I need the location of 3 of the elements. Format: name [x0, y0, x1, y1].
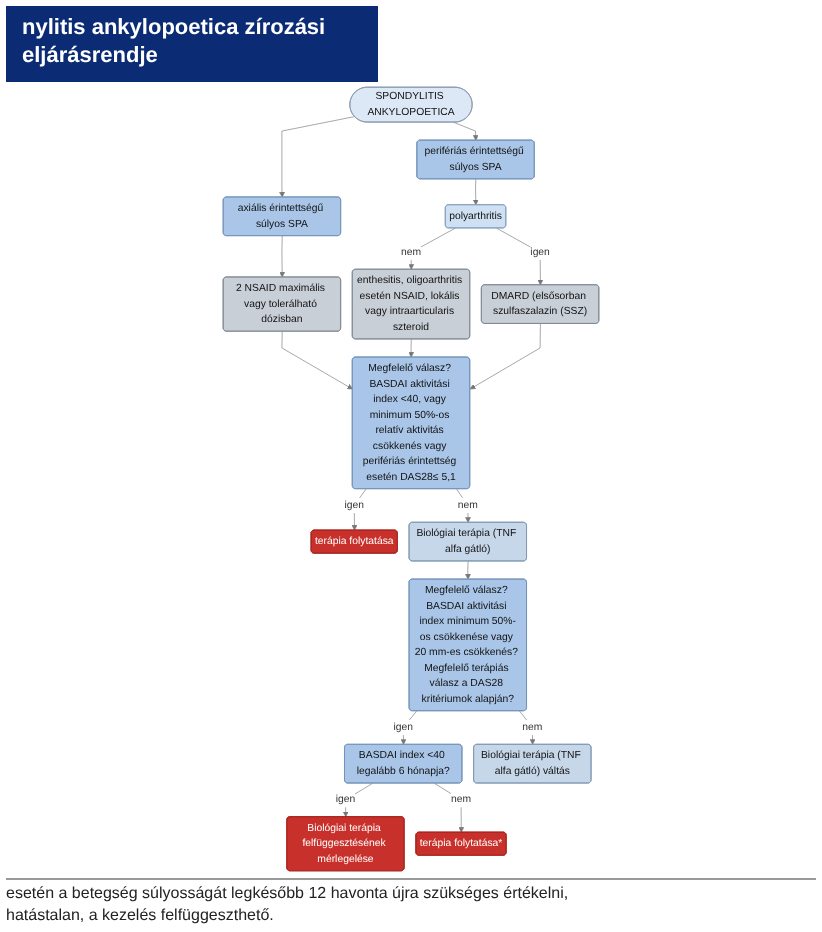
footnote: esetén a betegség súlyosságát legkésőbb 12 havonta újra szükséges értékelni,: [6, 884, 571, 906]
title-banner: nylitis ankylopoetica zírozási eljárásrendje: [6, 6, 378, 81]
footnote: hatástalan, a kezelés felfüggeszthető.: [6, 905, 276, 926]
